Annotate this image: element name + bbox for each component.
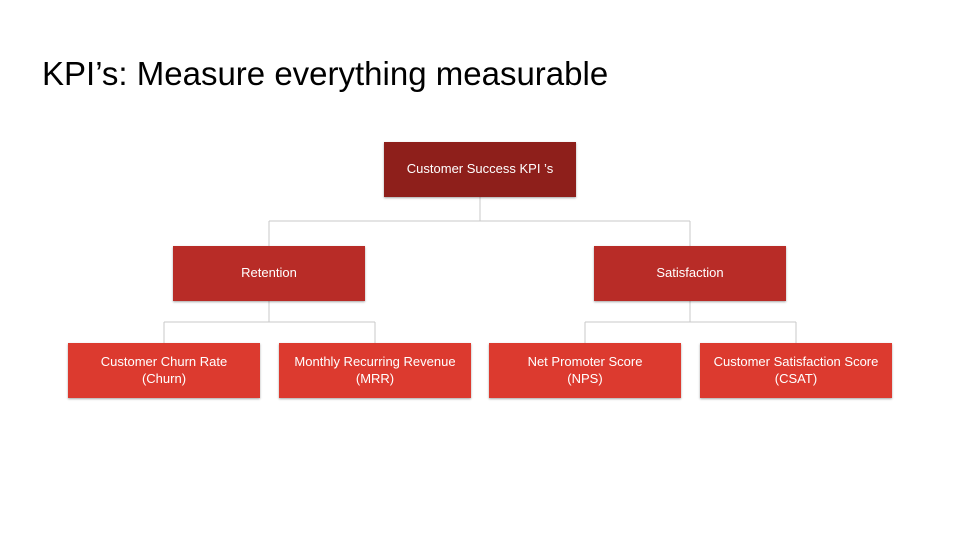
node-satisfaction: Satisfaction: [594, 246, 786, 301]
node-label-line2: (CSAT): [774, 370, 818, 386]
node-label-line2: (NPS): [567, 370, 603, 386]
node-label-line1: Monthly Recurring Revenue: [294, 353, 456, 369]
node-label-line1: Customer Satisfaction Score: [713, 353, 879, 369]
node-monthly-recurring-revenue: Monthly Recurring Revenue (MRR): [279, 343, 471, 398]
node-label: Retention: [241, 265, 297, 281]
node-label-line1: Customer Churn Rate: [100, 353, 228, 369]
node-net-promoter-score: Net Promoter Score (NPS): [489, 343, 681, 398]
node-retention: Retention: [173, 246, 365, 301]
node-label-line2: (MRR): [355, 370, 395, 386]
node-customer-churn-rate: Customer Churn Rate (Churn): [68, 343, 260, 398]
node-label: Satisfaction: [656, 265, 724, 281]
node-customer-satisfaction-score: Customer Satisfaction Score (CSAT): [700, 343, 892, 398]
node-customer-success-kpis: Customer Success KPI ’s: [384, 142, 576, 197]
slide-title: KPI’s: Measure everything measurable: [42, 55, 609, 92]
node-label-line1: Net Promoter Score: [527, 353, 643, 369]
node-label: Customer Success KPI ’s: [406, 161, 554, 177]
node-label-line2: (Churn): [141, 370, 187, 386]
